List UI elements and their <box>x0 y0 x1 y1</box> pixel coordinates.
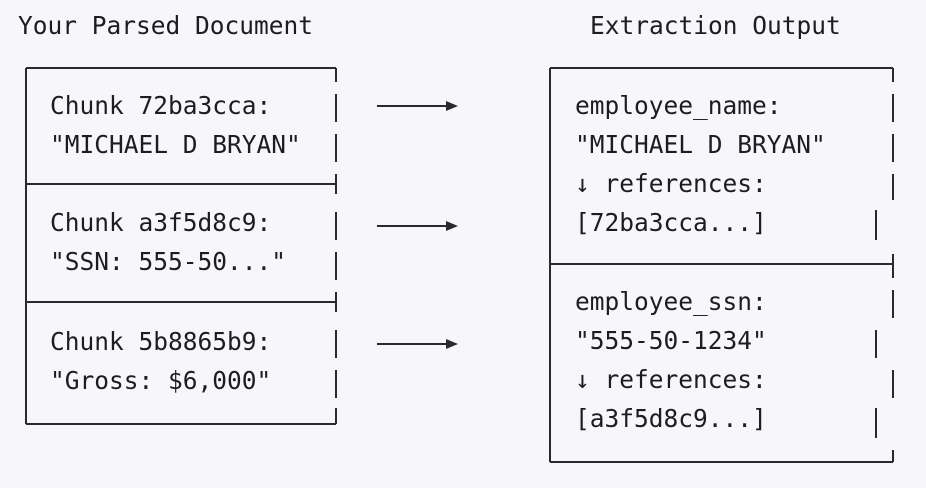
extraction-output-box <box>549 67 894 463</box>
arrow-chunk-1 <box>377 101 458 111</box>
chunk-3-text: "Gross: $6,000" <box>50 366 272 395</box>
field-1-references: [72ba3cca...] <box>575 208 767 237</box>
field-2-references-label: ↓ references: <box>575 365 767 394</box>
field-2-references: [a3f5d8c9...] <box>575 404 767 433</box>
arrow-chunk-2 <box>377 221 458 231</box>
chunk-2-text: "SSN: 555-50..." <box>50 247 287 276</box>
chunk-2-label: Chunk a3f5d8c9: <box>50 208 272 237</box>
field-2-name: employee_ssn: <box>575 287 767 316</box>
parsed-document-heading: Your Parsed Document <box>18 11 314 40</box>
chunk-3-label: Chunk 5b8865b9: <box>50 327 272 356</box>
parsed-document-box <box>25 67 337 425</box>
field-1-value: "MICHAEL D BRYAN" <box>575 130 826 159</box>
field-1-references-label: ↓ references: <box>575 169 767 198</box>
field-2-value: "555-50-1234" <box>575 326 767 355</box>
extraction-output-heading: Extraction Output <box>590 11 841 40</box>
field-1-name: employee_name: <box>575 91 782 120</box>
chunk-1-text: "MICHAEL D BRYAN" <box>50 130 301 159</box>
arrow-chunk-3 <box>377 339 458 349</box>
chunk-1-label: Chunk 72ba3cca: <box>50 91 272 120</box>
